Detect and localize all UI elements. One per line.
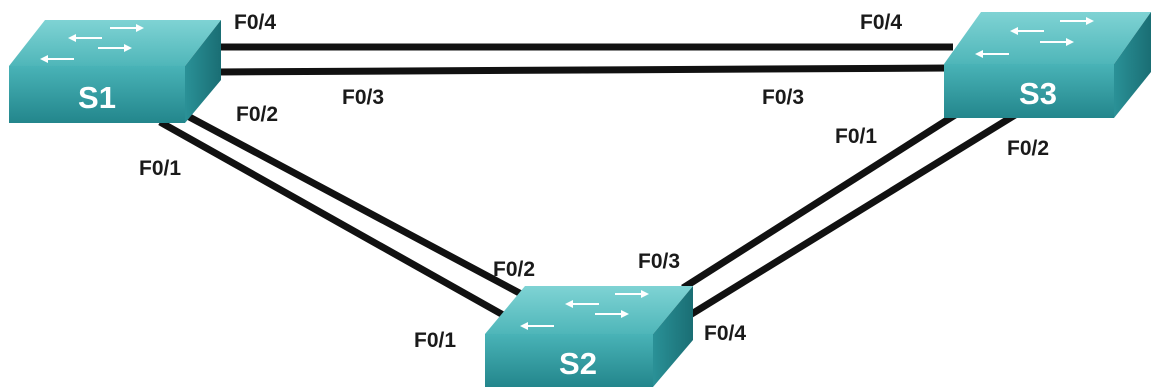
- port-label-s3-f03: F0/3: [762, 86, 804, 109]
- port-label-s2-f03: F0/3: [638, 250, 680, 273]
- switch-side-face: [185, 20, 221, 123]
- port-label-s2-f02: F0/2: [493, 258, 535, 281]
- link-s1-s2-f01: [158, 118, 507, 320]
- switch-name: S2: [559, 346, 597, 381]
- link-s2-s3-f03: [681, 112, 957, 291]
- link-s1-s3-f03: [215, 64, 951, 76]
- switch-name: S3: [1019, 76, 1057, 111]
- switch-name: S1: [78, 80, 116, 115]
- links: [158, 43, 1017, 320]
- port-label-s3-f02: F0/2: [1007, 137, 1049, 160]
- switch-side-face: [653, 286, 693, 387]
- switch-s3[interactable]: S3: [944, 12, 1151, 118]
- port-label-s2-f04: F0/4: [704, 322, 746, 345]
- switch-top-face: [944, 12, 1151, 64]
- port-labels: F0/4 F0/3 F0/2 F0/1 F0/4 F0/3 F0/1 F0/2 …: [139, 11, 1049, 352]
- switch-s1[interactable]: S1: [9, 20, 221, 123]
- switch-front-face: [944, 64, 1114, 118]
- switch-top-face: [485, 286, 693, 334]
- port-label-s2-f01: F0/1: [414, 329, 456, 352]
- switch-top-face: [9, 20, 221, 66]
- switch-front-face: [485, 334, 653, 387]
- port-label-s3-f04: F0/4: [860, 11, 902, 34]
- switch-front-face: [9, 66, 185, 123]
- port-label-s1-f02: F0/2: [236, 103, 278, 126]
- link-s1-s2-f02: [178, 108, 527, 300]
- port-label-s1-f03: F0/3: [342, 86, 384, 109]
- port-label-s1-f04: F0/4: [234, 11, 276, 34]
- switch-side-face: [1114, 12, 1151, 118]
- port-label-s1-f01: F0/1: [139, 157, 181, 180]
- switch-s2[interactable]: S2: [485, 286, 693, 387]
- link-s2-s3-f04: [688, 112, 1017, 318]
- port-label-s3-f01: F0/1: [835, 125, 877, 148]
